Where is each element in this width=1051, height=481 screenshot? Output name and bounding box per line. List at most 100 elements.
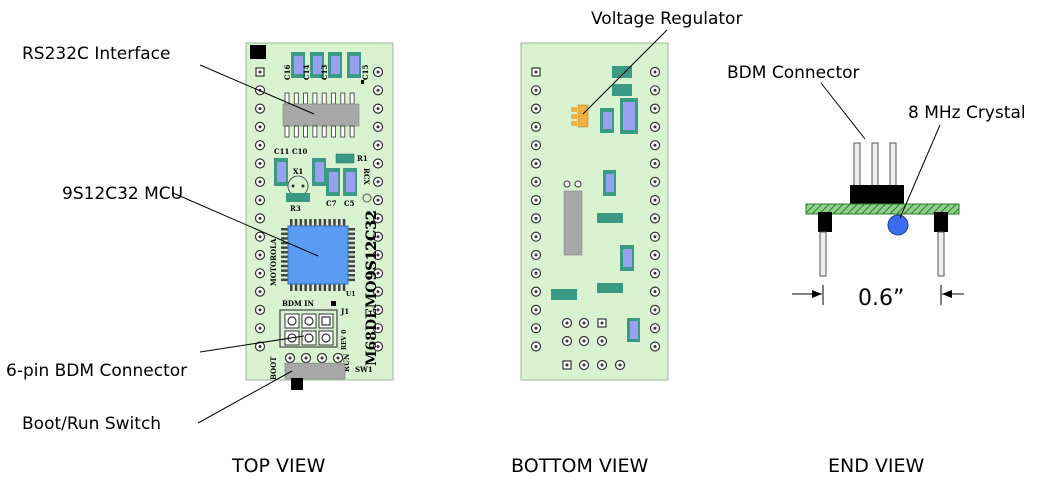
label-crystal: 8 MHz Crystal: [908, 103, 1026, 123]
bdm-header-j1: [279, 309, 338, 348]
pin-hole: [258, 290, 262, 294]
pin-hole: [582, 321, 586, 325]
pin-hole: [376, 162, 380, 165]
pin-hole: [534, 107, 538, 111]
mcu-pin: [318, 283, 322, 291]
pin-hole: [618, 363, 622, 367]
silk-c15: C15: [361, 65, 370, 80]
pin-hole: [534, 290, 538, 294]
pin-hole: [653, 235, 657, 239]
mcu-pin: [299, 283, 303, 291]
ic-pin: [303, 92, 309, 105]
mcu-pin: [299, 219, 303, 227]
ic-pin: [349, 125, 355, 138]
pin-hole: [258, 143, 262, 147]
pin-hole: [600, 339, 604, 343]
mcu-pin: [333, 219, 336, 227]
pin-hole: [565, 363, 569, 367]
pin-hole: [320, 356, 324, 360]
silk-c13: C13: [320, 65, 329, 80]
bdm-pin: [304, 316, 314, 326]
mcu-pin: [338, 219, 341, 227]
pin-hole: [653, 125, 657, 129]
ic-pin: [340, 125, 346, 138]
bottom-pcb: [520, 42, 669, 381]
pin-hole: [653, 290, 657, 294]
switch-actuator: [291, 378, 303, 390]
left-header-pins: [254, 67, 266, 352]
pin-hole: [653, 198, 657, 202]
mcu-pin: [294, 283, 298, 291]
pin-hole: [258, 235, 262, 239]
pin-hole: [258, 253, 262, 257]
pin-hole: [600, 363, 604, 367]
pin-hole: [258, 198, 262, 202]
mcu-pin: [333, 283, 336, 291]
pin-hole: [653, 326, 657, 330]
pin-hole: [258, 107, 262, 111]
mcu-pin: [347, 237, 355, 240]
mcu-pin: [347, 274, 355, 277]
pin-hole: [534, 271, 538, 275]
pin-hole: [376, 70, 380, 74]
silk-rcx: RCX: [362, 168, 371, 185]
pin-hole: [534, 216, 538, 220]
pin-hole: [288, 356, 292, 360]
mcu-pin: [281, 255, 289, 259]
label-mcu: 9S12C32 MCU: [62, 184, 183, 204]
ic-pin: [312, 125, 318, 138]
label-rs232: RS232C Interface: [22, 44, 170, 64]
silk-j1: J1: [340, 307, 349, 316]
pin-hole: [258, 326, 262, 330]
mcu-pin: [342, 219, 346, 227]
pin-hole: [376, 125, 380, 129]
silk-boot: BOOT: [269, 356, 278, 380]
ic-pin: [340, 92, 346, 105]
pin-hole: [534, 253, 538, 257]
mcu-pin: [309, 219, 312, 227]
silk-rev: REV 0: [341, 330, 348, 350]
pin-hole: [534, 326, 538, 330]
pin-hole: [565, 339, 569, 343]
mcu-pin: [347, 246, 355, 249]
mcu-pin: [290, 219, 293, 227]
pin1-marker: [250, 45, 266, 59]
mcu-pin: [328, 219, 331, 227]
ic-pin: [349, 92, 355, 105]
pin-hole: [376, 308, 380, 312]
crystal-8mhz: [887, 214, 909, 236]
mcu-pin: [281, 246, 289, 249]
ic-pin: [331, 92, 336, 105]
mcu-pin: [342, 283, 346, 291]
silk-c11: C11: [274, 147, 289, 156]
pin-hole: [653, 88, 657, 92]
mcu-pin: [294, 219, 298, 227]
label-dimension: 0.6”: [858, 286, 904, 311]
pin-hole: [534, 180, 538, 184]
boot-run-switch: [284, 362, 346, 380]
pin-hole: [258, 308, 262, 312]
pin-hole: [653, 70, 657, 74]
mcu-pin: [281, 269, 289, 272]
mcu-pin: [309, 283, 312, 291]
ic-pin: [321, 125, 327, 138]
end-view: [792, 142, 964, 305]
pin-hole: [376, 345, 380, 348]
pin-hole: [258, 125, 262, 129]
voltage-regulator: [577, 104, 589, 128]
bdm-pin: [287, 316, 297, 326]
pin-hole: [653, 345, 657, 348]
pin-hole: [600, 321, 604, 325]
pin-hole: [582, 363, 586, 367]
mcu-pin: [314, 283, 317, 291]
top-view-board: C16 C14 C13 C15 C11 C10 R1 X1 R3: [245, 42, 394, 390]
label-bdm6: 6-pin BDM Connector: [6, 361, 187, 381]
mcu-pin: [318, 219, 322, 227]
pin-hole: [534, 125, 538, 129]
mcu-pin: [347, 232, 355, 236]
mcu-pin: [347, 260, 355, 263]
pin-hole: [653, 216, 657, 220]
view-title-end: END VIEW: [828, 455, 924, 477]
mcu-pin: [347, 264, 355, 268]
